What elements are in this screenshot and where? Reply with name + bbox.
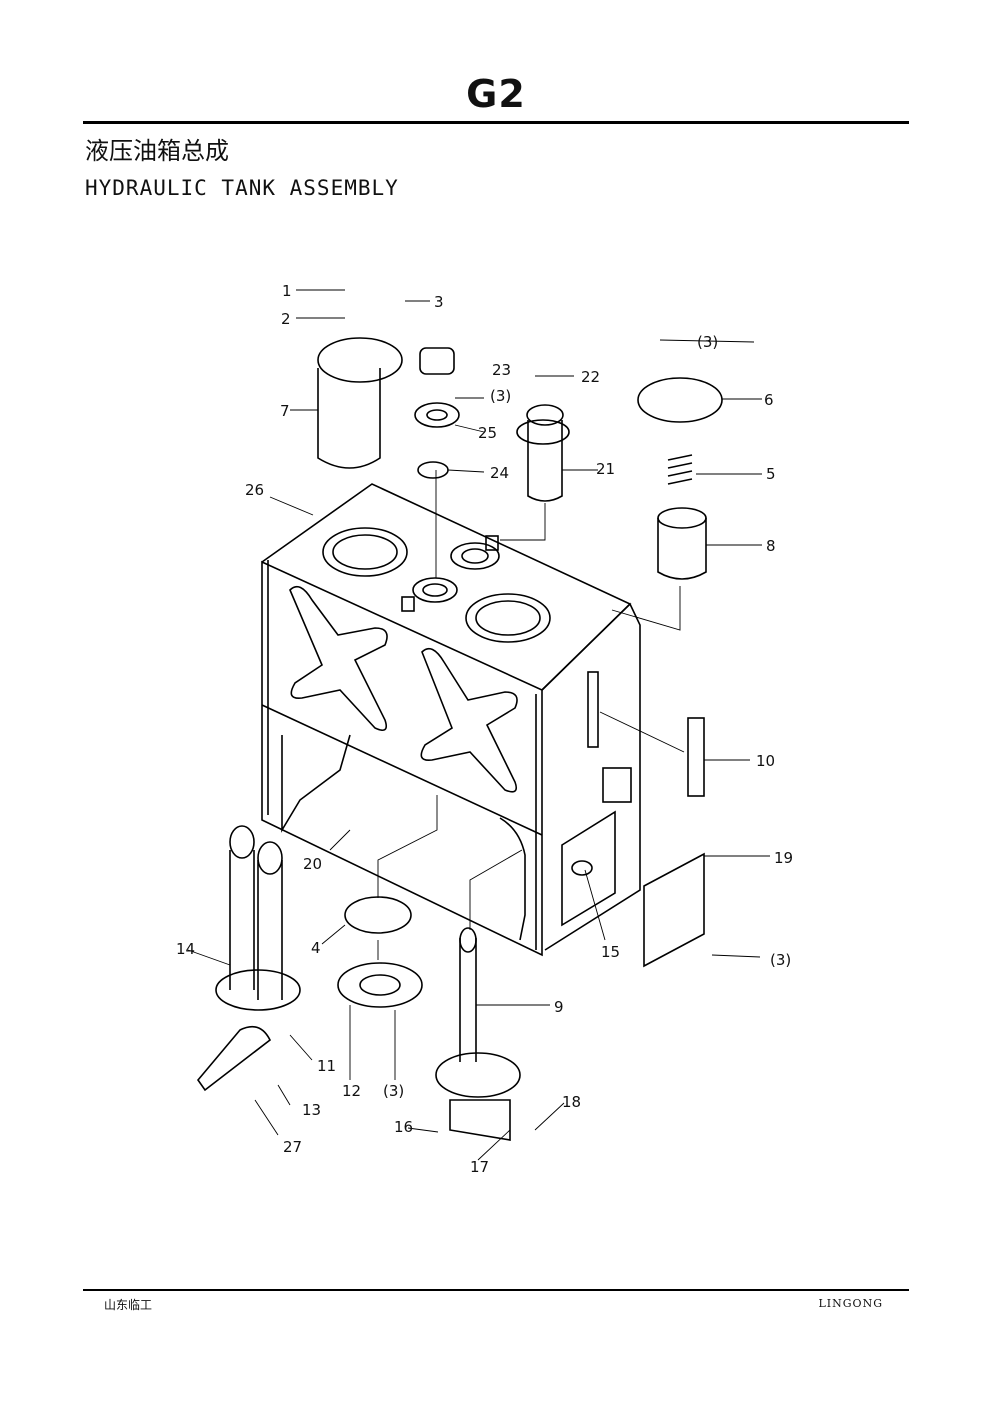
part-8-element <box>657 518 707 580</box>
side-access-opening <box>561 810 616 927</box>
callout-3a: (3) <box>490 387 511 405</box>
callout-25: 25 <box>478 424 497 442</box>
callout-2: 2 <box>281 310 291 328</box>
footer-rule <box>83 1289 909 1291</box>
callout-17: 17 <box>470 1158 489 1176</box>
callout-3d: (3) <box>383 1082 404 1100</box>
callout-1: 1 <box>282 282 292 300</box>
part-23-breather <box>419 347 455 375</box>
part-21-filter <box>527 420 563 502</box>
part-7-canister <box>317 368 381 469</box>
part-24-oring <box>417 461 449 479</box>
callout-3b: (3) <box>697 333 718 351</box>
part-12-flange <box>337 962 423 1008</box>
part-6-cover <box>637 377 723 423</box>
footer-brand: LINGONG <box>818 1297 883 1310</box>
callout-19: 19 <box>774 849 793 867</box>
callout-5: 5 <box>766 465 776 483</box>
part-14-suction-pipe <box>229 850 283 1000</box>
callout-8: 8 <box>766 537 776 555</box>
callout-26: 26 <box>245 481 264 499</box>
top-opening-1 <box>322 527 408 577</box>
part-10-level-gauge <box>687 717 705 797</box>
callout-16: 16 <box>394 1118 413 1136</box>
title-chinese: 液压油箱总成 <box>85 137 229 165</box>
callout-11: 11 <box>317 1057 336 1075</box>
front-cutout-1 <box>289 585 388 731</box>
tank-side-panel <box>541 602 641 951</box>
callout-24: 24 <box>490 464 509 482</box>
callout-3c: (3) <box>770 951 791 969</box>
leader-lines <box>187 289 770 1161</box>
callout-9: 9 <box>554 998 564 1016</box>
part-19-cover-plate <box>643 852 705 968</box>
callout-3: 3 <box>434 293 444 311</box>
tank-front-panel <box>261 560 543 957</box>
callout-labels: 1 2 3 7 23 (3) 25 24 22 21 (3) 6 5 8 26 … <box>176 282 793 1176</box>
top-opening-4 <box>465 593 551 643</box>
header-rule <box>83 121 909 124</box>
side-slot <box>587 671 599 748</box>
side-block <box>602 767 632 803</box>
callout-4: 4 <box>311 939 321 957</box>
callout-20: 20 <box>303 855 322 873</box>
tank-drawing <box>187 289 770 1161</box>
part-5-spring <box>667 454 693 485</box>
callout-10: 10 <box>756 752 775 770</box>
part-9-return-pipe <box>459 938 477 1062</box>
callout-6: 6 <box>764 391 774 409</box>
callout-7: 7 <box>280 402 290 420</box>
callout-12: 12 <box>342 1082 361 1100</box>
part-4-gasket <box>344 896 412 934</box>
callout-14: 14 <box>176 940 195 958</box>
callout-22: 22 <box>581 368 600 386</box>
page-code: G2 <box>466 72 526 116</box>
callout-18: 18 <box>562 1093 581 1111</box>
front-cutout-2 <box>420 647 518 793</box>
callout-21: 21 <box>596 460 615 478</box>
callout-27: 27 <box>283 1138 302 1156</box>
callout-23: 23 <box>492 361 511 379</box>
title-english: HYDRAULIC TANK ASSEMBLY <box>85 176 399 200</box>
callout-13: 13 <box>302 1101 321 1119</box>
callout-15: 15 <box>601 943 620 961</box>
top-opening-2 <box>450 542 500 570</box>
footer-company: 山东临工 <box>104 1298 153 1312</box>
top-opening-3 <box>412 577 458 603</box>
